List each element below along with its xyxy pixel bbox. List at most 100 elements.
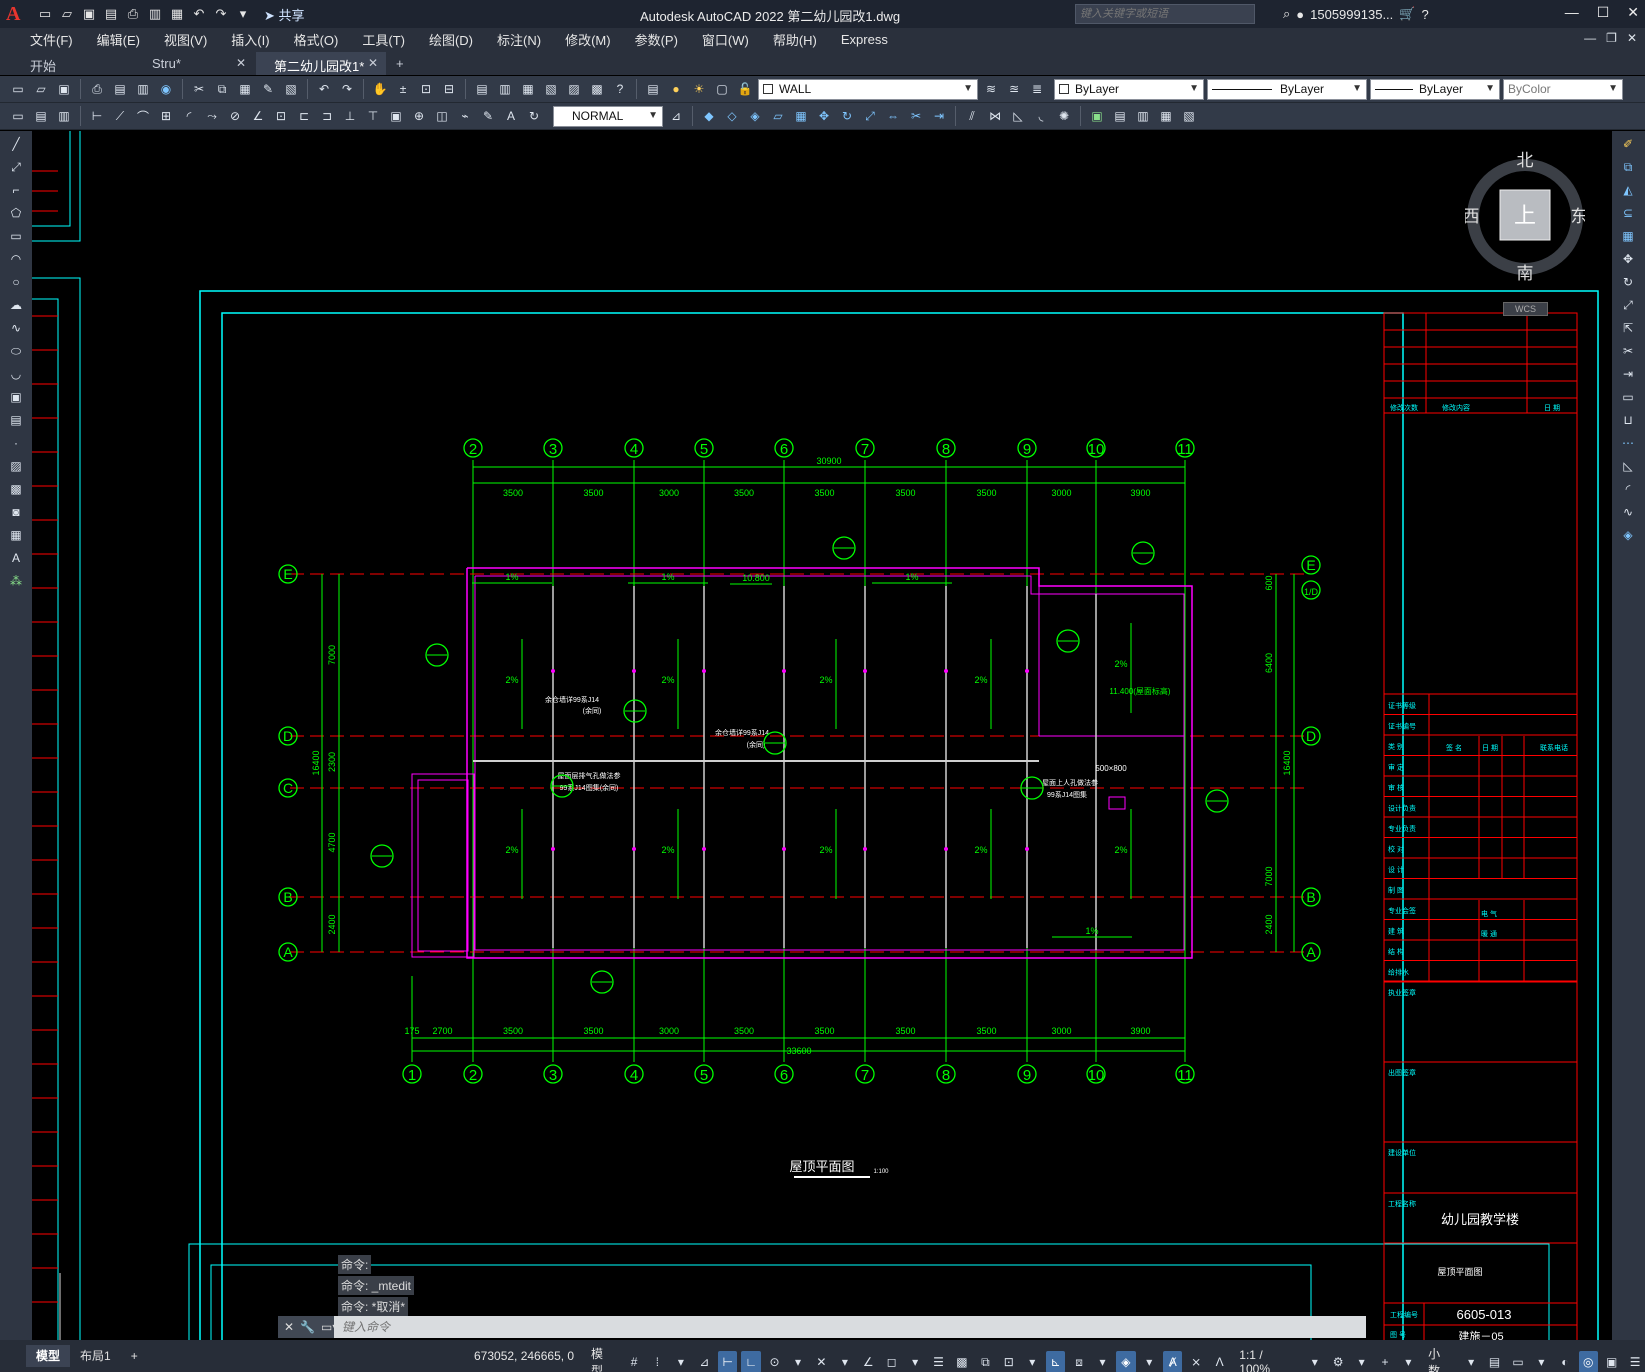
gizmo-icon[interactable]: ◈ [1116, 1351, 1136, 1372]
chamfer-icon[interactable]: ◺ [1013, 109, 1023, 123]
share-button[interactable]: ➤ 共享 [264, 7, 305, 23]
object-snap-tracking-icon[interactable]: ∠ [862, 1355, 874, 1369]
insert-block-icon[interactable]: ▣ [10, 390, 22, 404]
close-icon[interactable]: ✕ [1627, 4, 1639, 20]
ordinate-dimension-icon[interactable]: ⊞ [160, 109, 172, 123]
trim-icon[interactable]: ✂ [1622, 344, 1634, 358]
selection-cycling-icon[interactable]: ⧉ [981, 1354, 990, 1369]
color-dropdown[interactable]: ByLayer▼ [1054, 78, 1204, 100]
plotstyle-dropdown[interactable]: ByColor▼ [1503, 78, 1623, 100]
layer-walk-icon[interactable]: ▥ [58, 109, 70, 123]
chevron-down-icon[interactable]: ▾ [912, 1355, 919, 1369]
array-icon[interactable]: ▦ [1622, 229, 1634, 243]
properties-icon[interactable]: ▤ [476, 82, 488, 96]
save-as-icon[interactable]: ▤ [104, 6, 118, 21]
continue-dimension-icon[interactable]: ⊐ [321, 109, 333, 123]
file-tab[interactable]: Stru*✕ [134, 52, 254, 75]
plot-preview-icon[interactable]: ▤ [114, 82, 126, 96]
region-icon[interactable]: ◙ [12, 505, 20, 519]
layer-previous-icon[interactable]: ≊ [1008, 82, 1020, 96]
construction-line-icon[interactable]: ⤢ [11, 159, 21, 174]
chevron-down-icon[interactable]: ▾ [794, 1355, 801, 1369]
file-tab[interactable]: 第二幼儿园改1*✕ [256, 52, 386, 75]
lock-ui-icon[interactable]: ▭ [1512, 1355, 1524, 1369]
selection-filter-icon[interactable]: ⧈ [1075, 1354, 1083, 1369]
menu-item[interactable]: 格式(O) [293, 32, 339, 48]
mirror-icon[interactable]: ◈ [750, 109, 760, 123]
layout-tab[interactable]: 布局1 [80, 1349, 111, 1363]
workspace-gear-icon[interactable]: ⚙ [1332, 1355, 1344, 1369]
object-snap-icon[interactable]: ◻ [886, 1355, 897, 1369]
application-menu-button[interactable]: A [6, 2, 21, 25]
dimension-style-icon[interactable]: ⊿ [670, 109, 682, 123]
dynamic-ucs-icon[interactable]: ⊾ [1045, 1351, 1066, 1372]
menu-item[interactable]: 标注(N) [497, 32, 542, 48]
drawing-canvas[interactable]: 修改次数修改内容日 期证书等级证书编号类 别审 定审 核设计负责专业负责校 对设… [32, 131, 1612, 1340]
layer-viewport-icon[interactable]: ▢ [716, 82, 728, 96]
clean-screen-icon[interactable]: ▣ [1606, 1355, 1618, 1369]
doc-close-icon[interactable]: ✕ [1626, 31, 1637, 45]
file-tab[interactable]: 开始 [12, 52, 132, 75]
doc-minimize-icon[interactable]: — [1584, 31, 1597, 45]
make-block-icon[interactable]: ▤ [1114, 109, 1126, 123]
move-icon[interactable]: ✥ [818, 109, 830, 123]
menu-item[interactable]: 修改(M) [565, 32, 611, 48]
mtext-icon[interactable]: A [11, 551, 20, 565]
new-tab-icon[interactable]: + [396, 56, 404, 71]
ellipse-icon[interactable]: ⬭ [10, 343, 22, 358]
insert-block-icon[interactable]: ▣ [1091, 109, 1103, 123]
search-input[interactable] [1075, 4, 1255, 24]
annotation-visibility-icon[interactable]: Ⱥ [1163, 1351, 1183, 1372]
baseline-dimension-icon[interactable]: ⊏ [298, 109, 310, 123]
xref-icon[interactable]: ▦ [1160, 109, 1172, 123]
markup-icon[interactable]: ▨ [568, 82, 580, 96]
revision-cloud-icon[interactable]: ☁ [10, 298, 22, 312]
redo-icon[interactable]: ↷ [215, 6, 227, 21]
isolate-objects-icon[interactable]: ◐ [1561, 1355, 1569, 1369]
diameter-dimension-icon[interactable]: ⊘ [229, 109, 241, 123]
point-icon[interactable]: · [14, 436, 18, 450]
menu-item[interactable]: 视图(V) [163, 32, 208, 48]
menu-item[interactable]: 窗口(W) [701, 32, 749, 48]
scale-icon[interactable]: ⤢ [865, 108, 875, 123]
erase-icon[interactable]: ✐ [1622, 137, 1634, 151]
new-icon[interactable]: ▭ [12, 82, 24, 96]
print-icon[interactable]: ▦ [170, 6, 184, 21]
menu-item[interactable]: 帮助(H) [772, 32, 817, 48]
rotate-icon[interactable]: ↻ [1622, 275, 1634, 289]
copy-object-icon[interactable]: ◇ [727, 109, 737, 123]
graphics-performance-icon[interactable]: ◎ [1578, 1351, 1598, 1372]
aligned-dimension-icon[interactable]: ⟋ [115, 108, 125, 123]
close-tab-icon[interactable]: ✕ [367, 56, 378, 70]
jogged-linear-icon[interactable]: ⌁ [461, 109, 469, 123]
break-icon[interactable]: ⫽ [969, 108, 975, 123]
linetype-dropdown[interactable]: ByLayer▼ [1207, 78, 1367, 100]
chevron-down-icon[interactable]: ▾ [1311, 1355, 1318, 1369]
close-tab-icon[interactable]: ✕ [235, 56, 246, 70]
polar-tracking-icon[interactable]: ⊙ [769, 1355, 780, 1369]
dimension-text-edit-icon[interactable]: A [506, 109, 515, 123]
ellipse-arc-icon[interactable]: ◡ [10, 367, 22, 381]
move-icon[interactable]: ✥ [1622, 252, 1634, 266]
layer-on-icon[interactable]: ● [672, 82, 680, 96]
line-icon[interactable]: ╱ [12, 137, 20, 151]
match-properties-icon[interactable]: ✎ [262, 82, 274, 96]
dimstyle-dropdown[interactable]: NORMAL▼ [553, 105, 663, 127]
viewcube[interactable]: 上 北 南 东 西 [1463, 150, 1588, 290]
chevron-down-icon[interactable]: ▾ [677, 1355, 684, 1369]
spline-icon[interactable]: ∿ [10, 321, 22, 335]
add-selected-icon[interactable]: ⁂ [10, 574, 22, 588]
join-icon[interactable]: ⋯ [1622, 436, 1634, 450]
chevron-down-icon[interactable]: ▾ [1099, 1355, 1106, 1369]
stretch-icon[interactable]: ⇱ [1622, 321, 1634, 335]
new-file-icon[interactable]: ▭ [38, 6, 52, 21]
block-editor-icon[interactable]: ▧ [285, 82, 297, 96]
radius-dimension-icon[interactable]: ◜ [186, 109, 192, 123]
isodraft-icon[interactable]: ✕ [816, 1355, 827, 1369]
menu-item[interactable]: 编辑(E) [96, 32, 140, 48]
quick-new-icon[interactable]: ▭ [12, 109, 24, 123]
scale-icon[interactable]: ⤢ [1623, 297, 1633, 312]
ortho-icon[interactable]: ∟ [741, 1351, 761, 1372]
hatch-icon[interactable]: ▨ [10, 459, 22, 473]
menu-item[interactable]: 工具(T) [362, 32, 405, 48]
